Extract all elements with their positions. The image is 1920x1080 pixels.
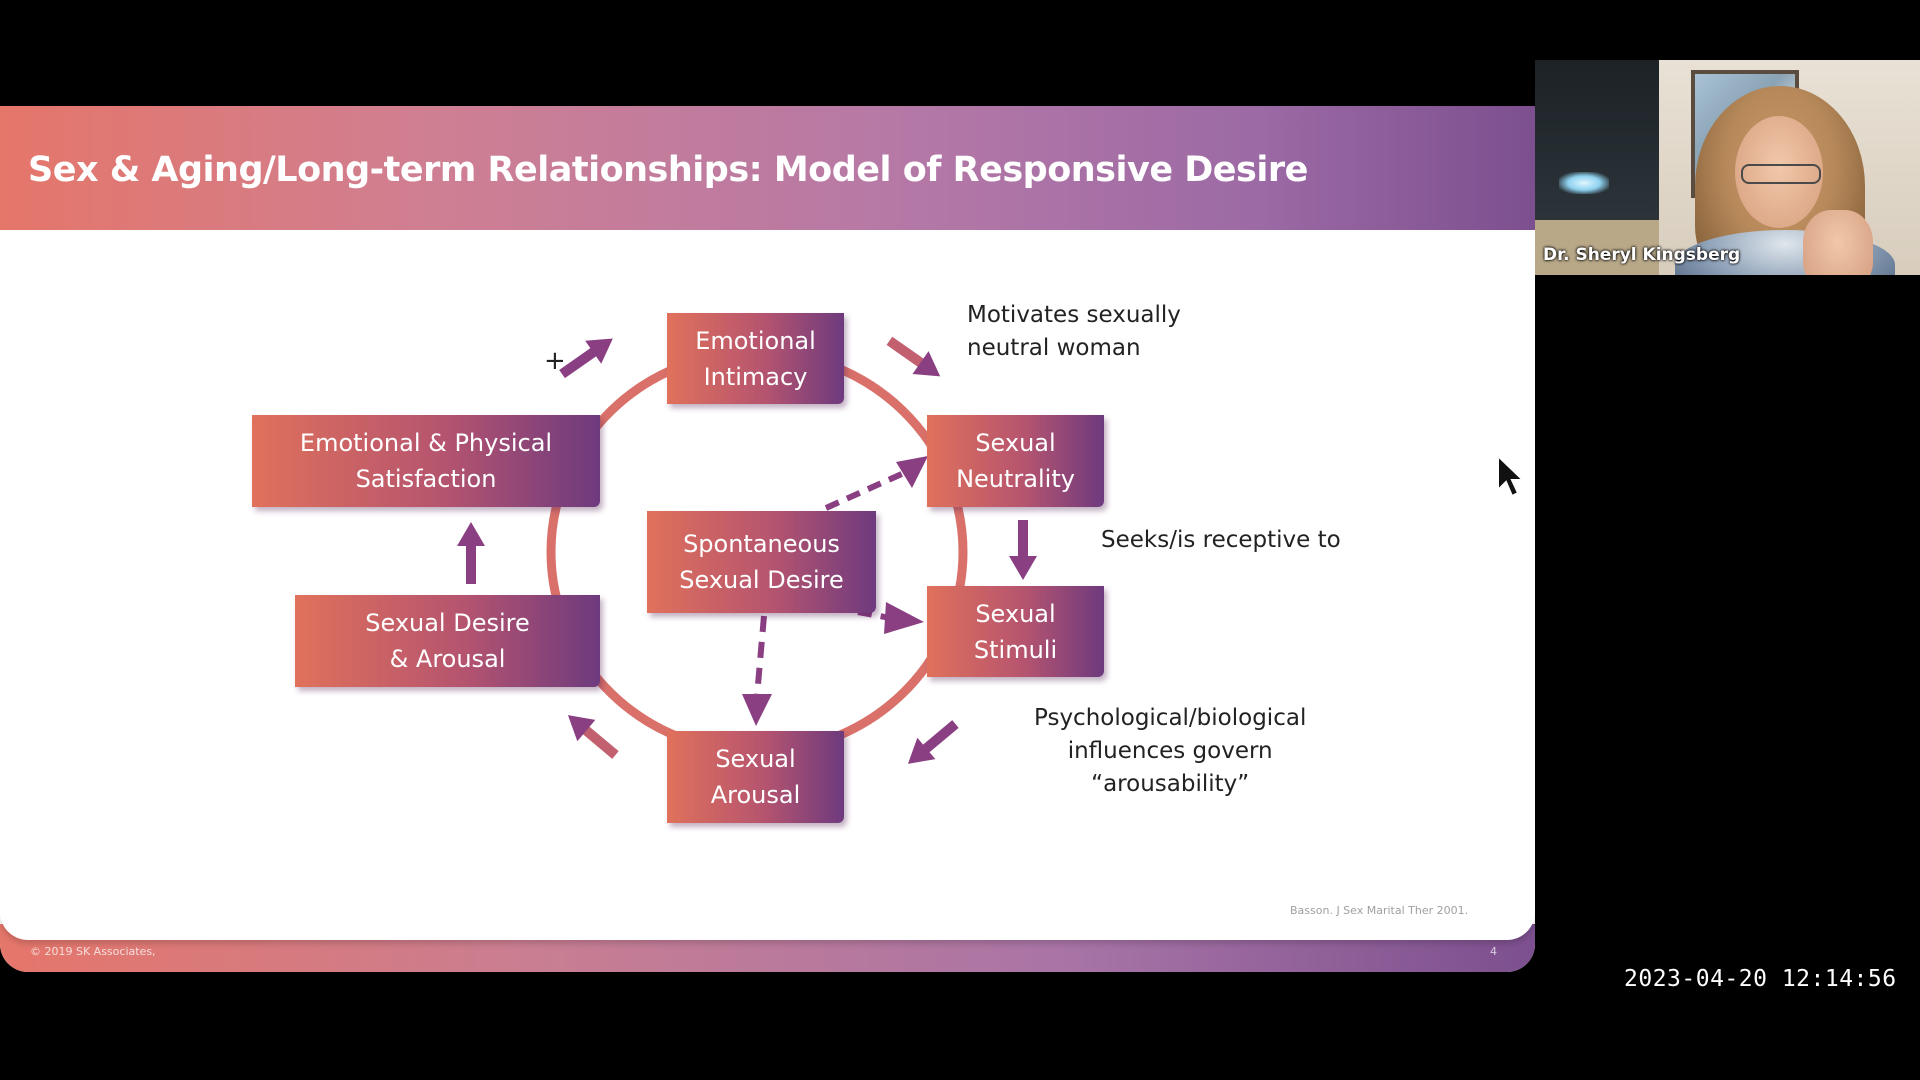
webcam-person-face — [1735, 116, 1823, 228]
node-sexual-neutrality: Sexual Neutrality — [927, 415, 1104, 507]
webcam-background-light — [1559, 172, 1609, 194]
note-seeks: Seeks/is receptive to — [1101, 527, 1341, 553]
webcam-participant-name: Dr. Sheryl Kingsberg — [1543, 245, 1741, 265]
plus-sign: + — [544, 346, 566, 376]
webcam-video-tile[interactable]: Dr. Sheryl Kingsberg — [1535, 60, 1920, 275]
slide-page-number: 4 — [1490, 945, 1497, 958]
citation-text: Basson. J Sex Marital Ther 2001. — [1290, 904, 1469, 917]
node-sexual-stimuli: Sexual Stimuli — [927, 586, 1104, 677]
slide-header-bar: Sex & Aging/Long-term Relationships: Mod… — [0, 106, 1535, 230]
copyright-text: © 2019 SK Associates, — [30, 945, 156, 958]
note-influences: Psychological/biological influences gove… — [1034, 705, 1307, 797]
slide-title: Sex & Aging/Long-term Relationships: Mod… — [28, 150, 1308, 190]
mouse-pointer-icon — [1497, 454, 1526, 498]
node-emotional-physical-satisfaction: Emotional & Physical Satisfaction — [252, 415, 600, 507]
note-motivates: Motivates sexually neutral woman — [967, 302, 1181, 361]
node-sexual-desire-arousal: Sexual Desire & Arousal — [295, 595, 600, 687]
slide-footer-curve — [0, 912, 1535, 940]
webcam-person-hand — [1803, 210, 1873, 275]
webcam-background-tv — [1535, 60, 1659, 220]
recording-timestamp: 2023-04-20 12:14:56 — [1624, 966, 1897, 992]
node-emotional-intimacy: Emotional Intimacy — [667, 313, 844, 404]
webcam-person-glasses — [1741, 164, 1821, 184]
node-sexual-arousal: Sexual Arousal — [667, 731, 844, 823]
webcam-background-furniture — [1535, 220, 1659, 275]
node-spontaneous-sexual-desire: Spontaneous Sexual Desire — [647, 511, 876, 613]
